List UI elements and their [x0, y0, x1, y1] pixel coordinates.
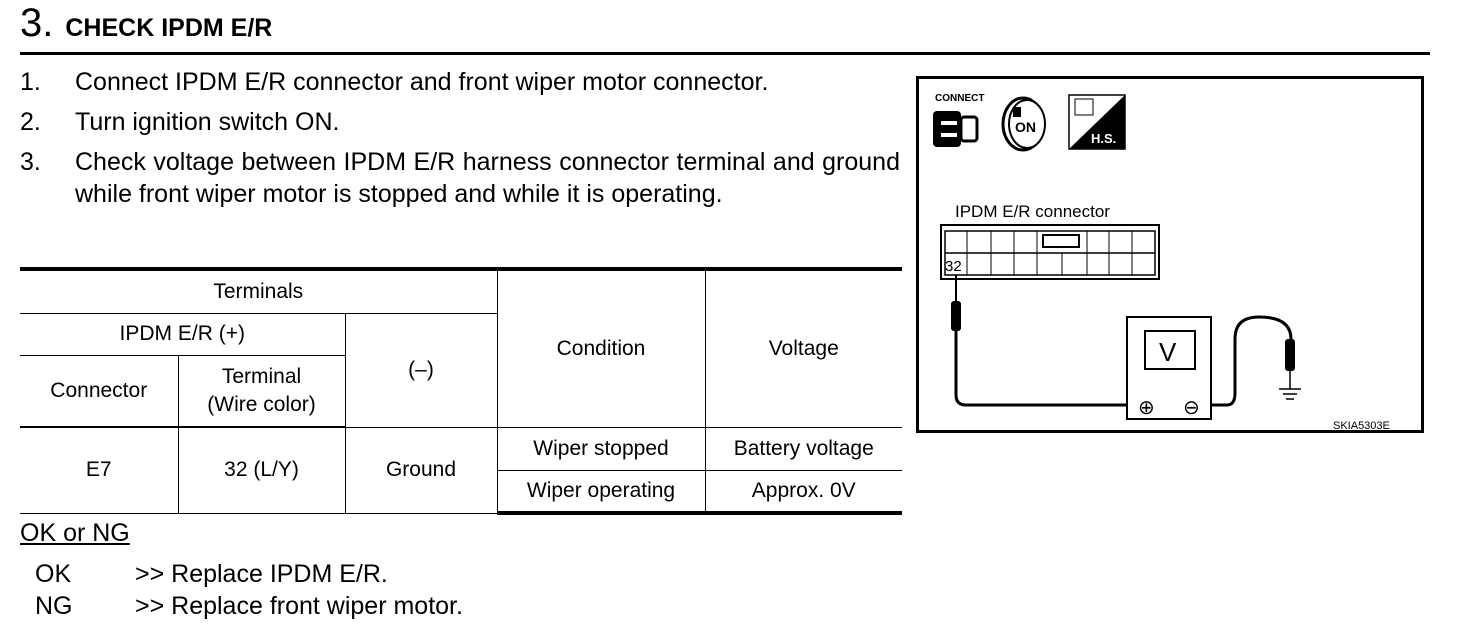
header-terminal: Terminal (Wire color) — [177, 354, 345, 428]
step-text: Connect IPDM E/R connector and front wip… — [75, 68, 769, 96]
result-ng-key: NG — [35, 592, 73, 620]
voltmeter: V ⊕ ⊖ — [1126, 316, 1212, 420]
section-title: CHECK IPDM E/R — [65, 14, 273, 42]
meter-minus-label: ⊖ — [1183, 397, 1200, 419]
on-label: ON — [1015, 119, 1036, 135]
header-terminals: Terminals — [20, 267, 498, 314]
header-condition: Condition — [496, 267, 706, 428]
step-2: 2. Turn ignition switch ON. — [20, 106, 900, 138]
voltage-spec-table: Terminals Condition Voltage IPDM E/R (+)… — [20, 267, 902, 515]
header-minus: (–) — [344, 312, 497, 428]
cell-terminal: 32 (L/Y) — [177, 426, 346, 514]
result-ok-text: >> Replace IPDM E/R. — [135, 560, 388, 588]
meter-plus-label: ⊕ — [1138, 397, 1155, 419]
meter-v-label: V — [1159, 337, 1177, 367]
heading-rule — [20, 52, 1430, 55]
cell-condition-operating: Wiper operating — [497, 469, 706, 515]
result-ng-text: >> Replace front wiper motor. — [135, 592, 463, 620]
section-number: 3 — [20, 1, 43, 45]
connect-icon: CONNECT — [933, 93, 984, 147]
header-connector: Connector — [20, 354, 179, 428]
header-terminal-line2: (Wire color) — [207, 392, 316, 416]
section-heading: 3. CHECK IPDM E/R — [20, 0, 272, 50]
header-voltage: Voltage — [704, 267, 902, 428]
result-ok-key: OK — [35, 560, 72, 588]
section-number-dot: . — [42, 1, 54, 45]
step-text: Turn ignition switch ON. — [75, 108, 340, 136]
ok-or-ng-heading: OK or NG — [20, 519, 130, 547]
hs-label: H.S. — [1091, 131, 1116, 146]
terminal-number: 32 — [945, 258, 962, 275]
step-text: Check voltage between IPDM E/R harness c… — [75, 148, 900, 208]
result-ok: OK >> Replace IPDM E/R. — [35, 558, 388, 590]
cell-ground: Ground — [344, 426, 498, 514]
ipdm-connector — [940, 224, 1160, 280]
header-ipdm: IPDM E/R (+) — [20, 312, 346, 356]
step-number: 2. — [20, 108, 41, 136]
connect-label: CONNECT — [935, 93, 984, 104]
header-terminal-line1: Terminal — [221, 364, 302, 388]
result-ng: NG >> Replace front wiper motor. — [35, 590, 463, 622]
step-3: 3. Check voltage between IPDM E/R harnes… — [20, 146, 900, 210]
connector-label: IPDM E/R connector — [955, 202, 1110, 221]
cell-voltage-battery: Battery voltage — [704, 426, 902, 471]
step-number: 1. — [20, 68, 41, 96]
positive-probe — [951, 275, 1127, 407]
ignition-on-icon: ON — [1001, 96, 1046, 152]
step-number: 3. — [20, 148, 41, 176]
figure-code: SKIA5303E — [1333, 420, 1390, 430]
wiring-figure: CONNECT ON H.S. IPDM E/R connector — [916, 76, 1424, 433]
cell-voltage-zero: Approx. 0V — [704, 469, 902, 515]
ground-probe — [1211, 315, 1301, 407]
harness-sensor-icon: H.S. — [1068, 94, 1126, 150]
procedure-steps: 1. Connect IPDM E/R connector and front … — [20, 66, 900, 218]
cell-connector: E7 — [20, 426, 179, 514]
cell-condition-stopped: Wiper stopped — [496, 426, 706, 471]
step-1: 1. Connect IPDM E/R connector and front … — [20, 66, 900, 98]
